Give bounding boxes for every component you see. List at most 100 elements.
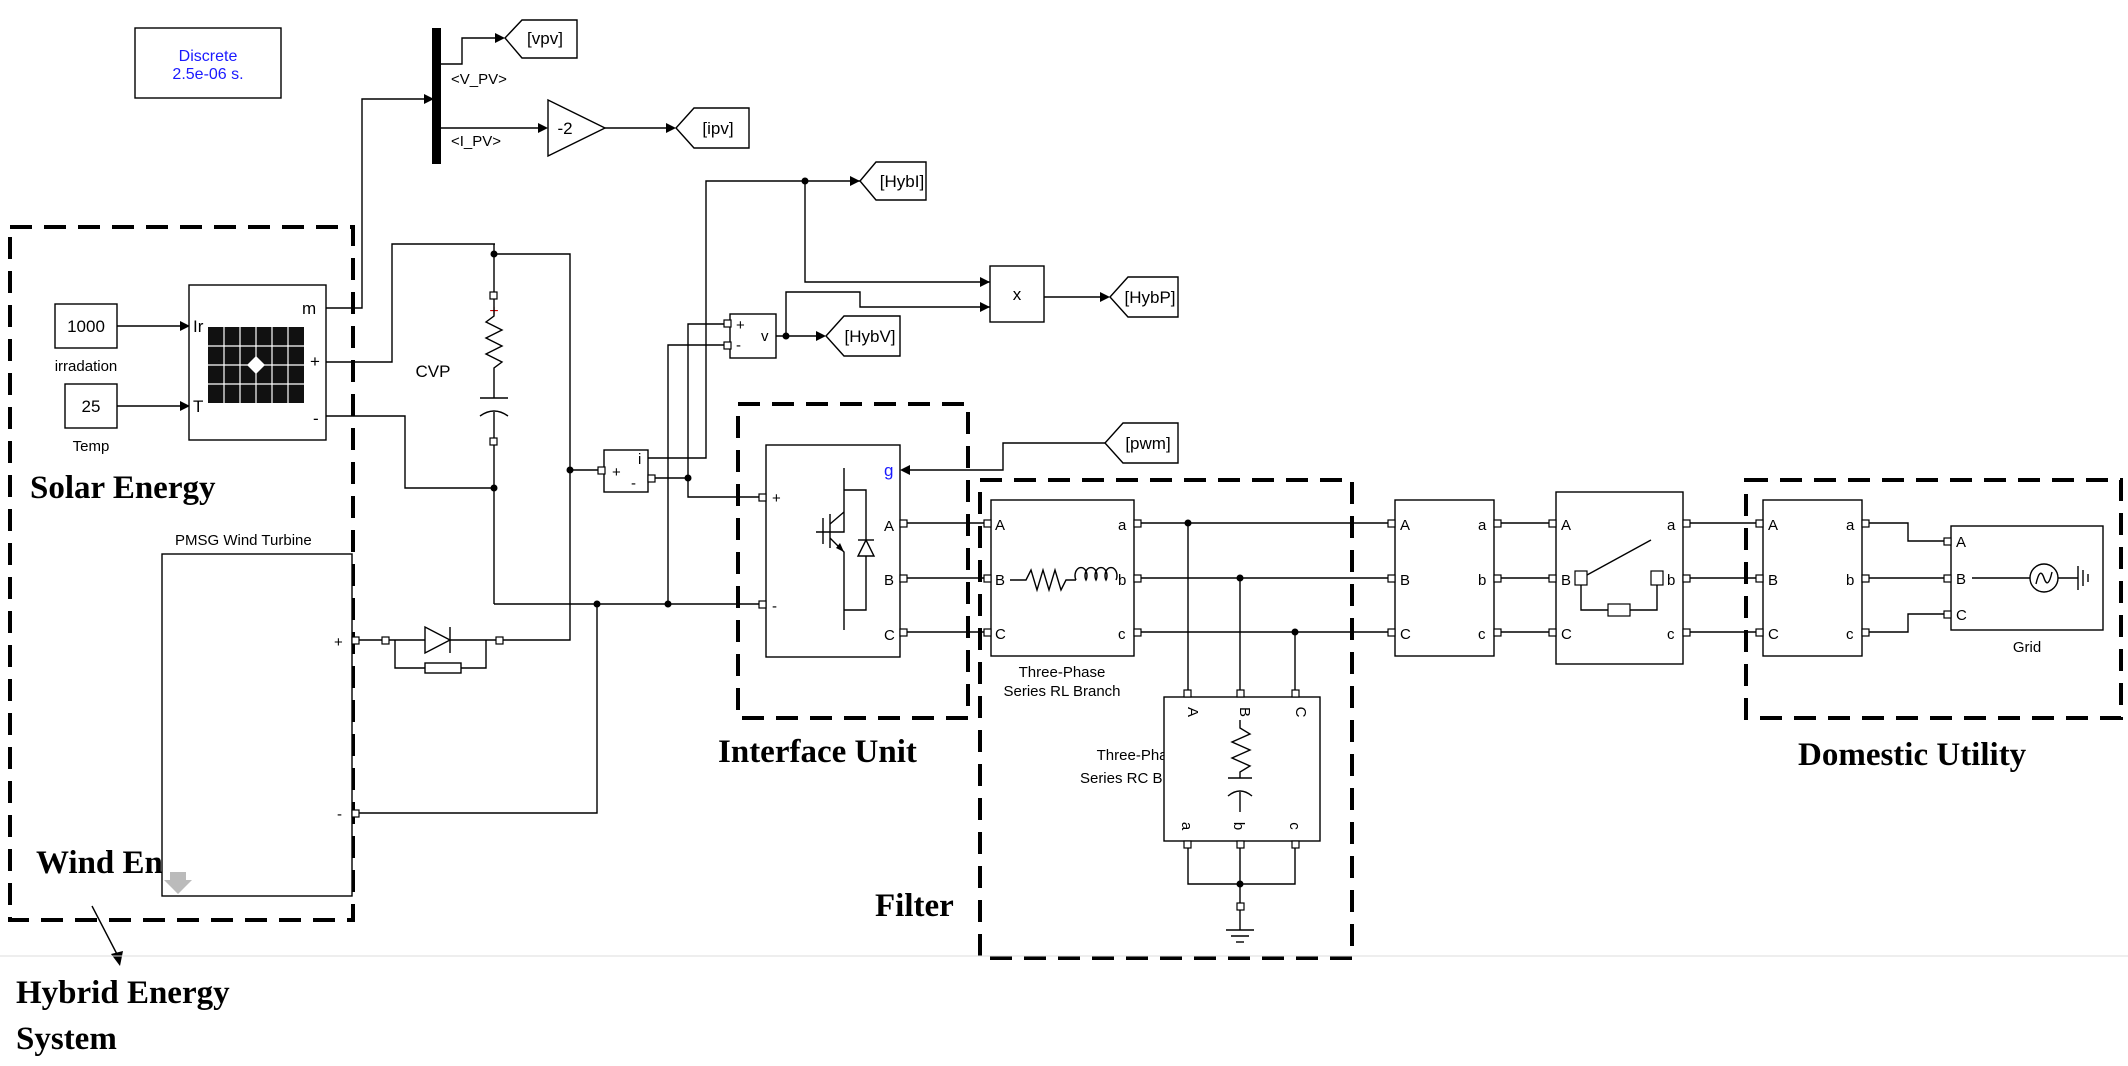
- meas2-label-c: c: [1846, 626, 1854, 643]
- meas1-port-a: [1493, 519, 1502, 528]
- rl-branch-block[interactable]: [990, 499, 1135, 657]
- cvp-label: CVP: [416, 362, 451, 381]
- irradiation-label: irradation: [55, 358, 118, 375]
- goto-ipv-label: [ipv]: [702, 119, 733, 138]
- meas2-label-B: B: [1768, 572, 1778, 589]
- gain-block[interactable]: [547, 98, 607, 158]
- wind-port-plus: +: [334, 634, 343, 651]
- goto-hybp[interactable]: [1109, 276, 1179, 318]
- meas2-label-a: a: [1846, 517, 1855, 534]
- inverter-minus-label: -: [772, 598, 777, 615]
- grid-label-C: C: [1956, 607, 1967, 624]
- interface-unit-label: Interface Unit: [718, 734, 917, 770]
- rl-port-A: [983, 519, 992, 528]
- bus-selector-block[interactable]: [432, 28, 441, 164]
- inverter-C-label: C: [884, 627, 895, 644]
- brk-label-c: c: [1667, 626, 1675, 643]
- rl-title-line1: Three-Phase: [1019, 664, 1106, 681]
- wire-pv-plus: [326, 243, 495, 363]
- meas2-port-b: [1861, 574, 1870, 583]
- inverter-gate-label: g: [884, 461, 893, 480]
- rc-label-A: A: [1184, 707, 1201, 717]
- current-measurement-block[interactable]: [603, 449, 649, 493]
- grid-port-B: [1943, 574, 1952, 583]
- irradiation-constant[interactable]: [54, 303, 118, 349]
- interface-unit-boundary: [736, 402, 970, 720]
- meas1-port-A: [1387, 519, 1396, 528]
- rl-label-c: c: [1118, 626, 1126, 643]
- hybrid-pointer-arrowhead: [111, 951, 123, 966]
- brk-port-b: [1682, 574, 1691, 583]
- meas1-label-A: A: [1400, 517, 1410, 534]
- temperature-constant[interactable]: [64, 383, 118, 429]
- ground-icon: [1226, 910, 1254, 943]
- pv-port-m: m: [302, 299, 316, 318]
- rl-label-a: a: [1118, 517, 1127, 534]
- wire-volt-plus: [687, 323, 724, 470]
- three-phase-measurement-1[interactable]: [1394, 499, 1495, 657]
- rc-branch-block[interactable]: [1163, 696, 1321, 842]
- wind-port-minus-sq: [351, 809, 360, 818]
- hybrid-pointer-line: [91, 905, 121, 961]
- meas1-label-B: B: [1400, 572, 1410, 589]
- wire-pv-minus: [326, 415, 494, 489]
- rc-port-A: [1183, 689, 1192, 698]
- rl-port-C: [983, 628, 992, 637]
- meas1-port-c: [1493, 628, 1502, 637]
- arrow-vpv: [495, 33, 505, 43]
- snubber-left: [394, 640, 425, 669]
- inverter-block[interactable]: [765, 444, 901, 658]
- inverter-plus-label: +: [772, 490, 781, 507]
- wire-cvp-right: [494, 253, 571, 470]
- cvp-port-top: [489, 291, 498, 300]
- domestic-utility-label: Domestic Utility: [1798, 737, 2027, 773]
- brk-label-A: A: [1561, 517, 1571, 534]
- current-meas-out: i: [638, 451, 641, 468]
- brk-port-c: [1682, 628, 1691, 637]
- goto-hybi[interactable]: [859, 161, 927, 201]
- goto-ipv[interactable]: [675, 107, 750, 149]
- inverter-port-A: [899, 519, 908, 528]
- grid-port-A: [1943, 537, 1952, 546]
- wire-volt-minus: [667, 344, 724, 604]
- meas1-label-b: b: [1478, 572, 1486, 589]
- wire-pv-m: [326, 98, 428, 309]
- voltage-meas-plus: +: [736, 317, 745, 334]
- goto-hybv[interactable]: [825, 315, 901, 357]
- brk-port-a: [1682, 519, 1691, 528]
- cvp-port-bottom: [489, 437, 498, 446]
- product-block[interactable]: [989, 265, 1045, 323]
- meas2-label-A: A: [1768, 517, 1778, 534]
- powergui-block[interactable]: [134, 27, 282, 99]
- three-phase-measurement-2[interactable]: [1762, 499, 1863, 657]
- pv-port-plus: +: [310, 352, 320, 371]
- brk-label-C: C: [1561, 626, 1572, 643]
- goto-hybi-label: [HybI]: [880, 172, 924, 191]
- grid-port-C: [1943, 610, 1952, 619]
- inverter-B-label: B: [884, 572, 894, 589]
- inverter-port-C: [899, 628, 908, 637]
- meas2-port-c: [1861, 628, 1870, 637]
- ac-source-icon: [1972, 563, 2089, 593]
- goto-vpv[interactable]: [504, 19, 578, 59]
- wire-positive-bus: [687, 478, 760, 498]
- arrow-product-in2: [980, 302, 990, 312]
- rl-label-A: A: [995, 517, 1005, 534]
- arrow-gain-in: [538, 123, 548, 133]
- pmsg-wind-turbine-block[interactable]: [161, 553, 353, 897]
- meas2-port-A: [1755, 519, 1764, 528]
- arrow-pv-m: [424, 94, 434, 104]
- grid-label: Grid: [2013, 639, 2041, 656]
- rc-title-line1: Three-Phase: [1097, 747, 1184, 764]
- rl-resistor-inductor-icon: [1010, 566, 1118, 593]
- diode-port-out: [495, 636, 504, 645]
- rl-port-b: [1133, 574, 1142, 583]
- cvp-cap-plate2: [479, 410, 509, 417]
- cvp-resistor: [484, 299, 504, 398]
- meas2-label-b: b: [1846, 572, 1854, 589]
- meas1-port-b: [1493, 574, 1502, 583]
- rc-port-B: [1236, 689, 1245, 698]
- wire-hybv-to-product: [785, 291, 990, 336]
- rc-label-b: b: [1230, 822, 1247, 830]
